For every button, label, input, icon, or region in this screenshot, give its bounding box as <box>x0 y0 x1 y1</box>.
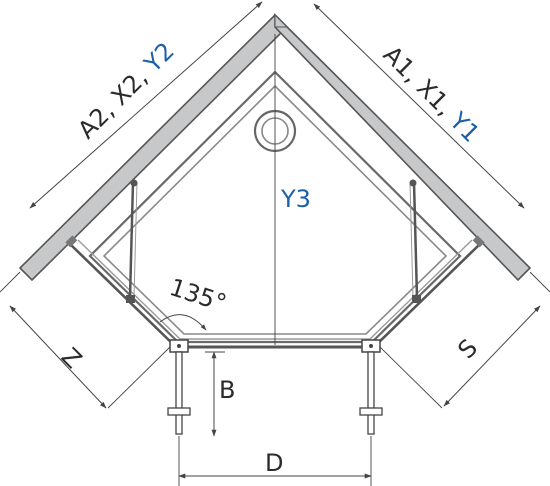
left-side-panel <box>69 243 177 348</box>
right-bar-bottom <box>412 295 421 303</box>
z-dimension-line <box>9 305 107 409</box>
left-support-bar-inner <box>133 181 138 299</box>
right-fitting-screw <box>369 344 373 348</box>
left-support-bar <box>128 181 135 299</box>
s-dimension-line <box>443 305 541 407</box>
right-wall-bracket <box>472 235 485 248</box>
right-side-panel <box>373 243 481 348</box>
right-door-leg <box>367 351 375 435</box>
z-extension-inner <box>107 346 171 409</box>
a1-dimension-line <box>313 3 525 209</box>
angle-arc <box>159 314 207 331</box>
label-s: S <box>452 334 483 365</box>
s-extension-outer <box>529 271 550 293</box>
s-extension-inner <box>379 346 443 409</box>
right-leg-foot <box>359 407 383 416</box>
left-bar-top <box>130 179 138 187</box>
left-door-leg <box>175 351 183 435</box>
wall-corner <box>274 13 289 28</box>
label-y3: Y3 <box>280 185 311 213</box>
label-a1-x1-y1: A1, X1, Y1 <box>378 40 485 147</box>
left-bar-bottom <box>126 295 135 303</box>
label-b: B <box>219 376 235 404</box>
label-angle: 135° <box>166 273 230 317</box>
left-leg-foot <box>167 407 191 416</box>
right-support-bar-inner <box>409 181 414 299</box>
a2-dimension-line <box>29 1 263 209</box>
right-side-panel-inner <box>369 239 473 340</box>
right-bar-top <box>409 179 417 187</box>
z-extension-outer <box>0 271 21 293</box>
left-wall-bracket <box>65 235 78 248</box>
left-fitting-screw <box>177 344 181 348</box>
label-z: Z <box>56 342 87 373</box>
label-d: D <box>265 449 283 477</box>
right-support-bar <box>412 181 419 299</box>
